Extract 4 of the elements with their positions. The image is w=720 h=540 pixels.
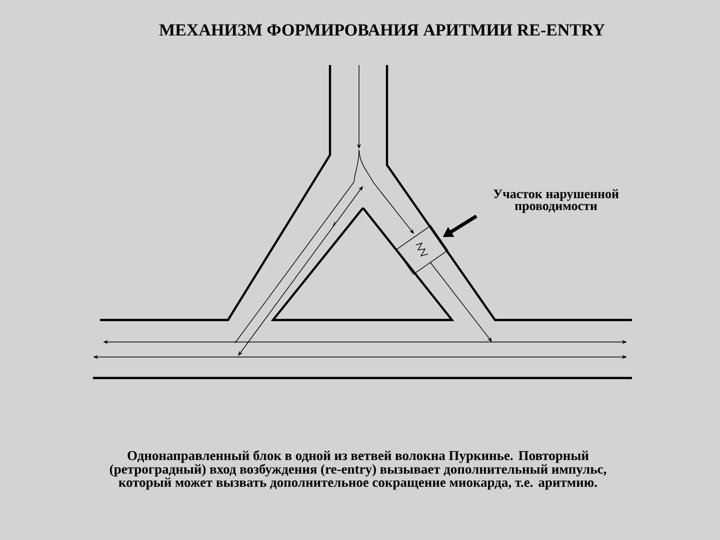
- callout-text: Участок нарушенной проводимости: [493, 189, 619, 213]
- caption: Однонаправленный блок в одной из ветвей волокна Пуркинье. Повторный (ретроградный) вход возбуждения (re-entry) вызывает дополнительный импульс, который может вызвать дополнительное сокращение миокарда, т.е. аритмию.: [110, 450, 606, 490]
- blocked-segment: [396, 225, 448, 275]
- title: МЕХАНИЗМ ФОРМИРОВАНИЯ АРИТМИИ RE-ENTRY: [159, 24, 605, 36]
